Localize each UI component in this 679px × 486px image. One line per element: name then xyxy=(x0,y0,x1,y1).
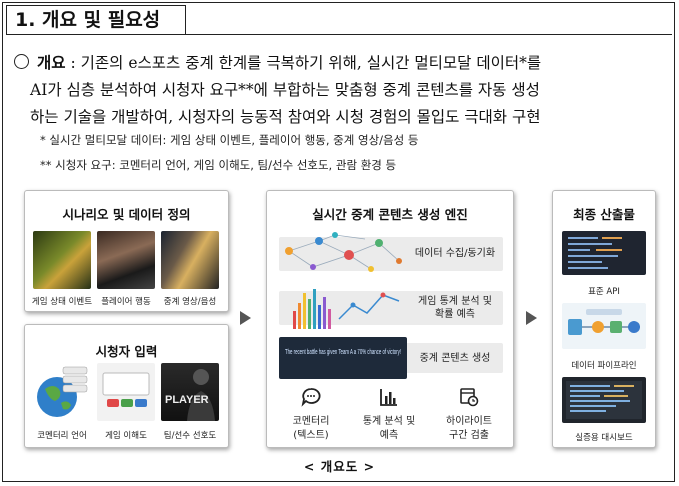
overview-label: 개요 xyxy=(37,53,66,72)
viewer-item-1: 코멘터리 언어 xyxy=(37,431,87,441)
circle-bullet-icon xyxy=(14,54,29,69)
player-action-image xyxy=(97,231,155,289)
player-preference-image: PLAYER xyxy=(161,363,219,421)
footnote-1: * 실시간 멀티모달 데이터: 게임 상태 이벤트, 플레이어 행동, 중계 영… xyxy=(40,133,419,147)
pipeline-image xyxy=(562,303,646,349)
final-item-1: 표준 API xyxy=(588,287,620,297)
api-screen-image xyxy=(562,231,646,275)
engine-output-1: 코멘터리 (텍스트) xyxy=(292,416,330,441)
diagram-caption: < 개요도 > xyxy=(303,459,376,474)
final-title: 최종 산출물 xyxy=(573,207,635,222)
overview-diagram: 시나리오 및 데이터 정의 게임 상태 이벤트 플레이어 행동 중계 영상/음성… xyxy=(14,182,666,452)
engine-row-2 xyxy=(279,291,503,325)
scenario-title: 시나리오 및 데이터 정의 xyxy=(62,207,191,222)
final-item-3: 실증용 대시보드 xyxy=(575,433,633,443)
overview-line-2: AI가 심층 분석하여 시청자 요구**에 부합하는 맞춤형 중계 콘텐츠를 자… xyxy=(30,81,540,99)
scenario-item-1: 게임 상태 이벤트 xyxy=(31,297,93,307)
viewer-panel: 시청자 입력 PLAYER xyxy=(24,324,229,448)
highlight-clock-icon xyxy=(459,387,479,407)
commentary-screen: The recent battle has given Team A a 70%… xyxy=(279,337,407,379)
dashboard-image xyxy=(562,377,646,423)
scenario-item-2: 플레이어 행동 xyxy=(101,297,151,307)
bar-chart-icon xyxy=(379,387,399,407)
stats-chart-icon xyxy=(279,285,407,331)
section-title: 1. 개요 및 필요성 xyxy=(6,5,186,35)
broadcast-av-image xyxy=(161,231,219,289)
engine-panel: 실시간 중계 콘텐츠 생성 엔진 데이터 수집/동기화 xyxy=(266,190,514,448)
chat-bubble-icon xyxy=(301,387,321,407)
footnote-2: ** 시청자 요구: 코멘터리 언어, 게임 이해도, 팀/선수 선호도, 관람… xyxy=(40,158,397,172)
arrow-right-icon xyxy=(240,311,251,325)
page-frame xyxy=(2,2,675,482)
final-item-2: 데이터 파이프라인 xyxy=(571,361,637,371)
game-state-image xyxy=(33,231,91,289)
overview-text-1: : 기존의 e스포츠 중계 한계를 극복하기 위해, 실시간 멀티모달 데이터*… xyxy=(65,54,542,72)
scenario-item-3: 중계 영상/음성 xyxy=(163,297,217,307)
viewer-item-3: 팀/선수 선호도 xyxy=(163,431,217,441)
globe-icon xyxy=(33,363,91,421)
scenario-panel: 시나리오 및 데이터 정의 게임 상태 이벤트 플레이어 행동 중계 영상/음성 xyxy=(24,190,229,312)
engine-row-2-label: 게임 통계 분석 및 확률 예측 xyxy=(418,296,492,320)
overview-line-3: 하는 기술을 개발하여, 시청자의 능동적 참여와 시청 경험의 몰입도 극대화… xyxy=(30,108,541,126)
engine-row-3-label: 중계 콘텐츠 생성 xyxy=(419,353,491,364)
title-underline xyxy=(186,34,672,35)
network-graph-icon xyxy=(279,231,407,277)
engine-title: 실시간 중계 콘텐츠 생성 엔진 xyxy=(312,207,468,222)
viewer-item-2: 게임 이해도 xyxy=(105,431,147,441)
final-panel: 최종 산출물 표준 API 데이터 파이프라인 xyxy=(552,190,656,448)
comprehension-icon xyxy=(97,363,155,421)
arrow-right-icon xyxy=(526,311,537,325)
overview-line-1: 개요 : 기존의 e스포츠 중계 한계를 극복하기 위해, 실시간 멀티모달 데… xyxy=(14,51,541,73)
engine-output-2: 통계 분석 및 예측 xyxy=(362,416,416,441)
engine-row-1-label: 데이터 수집/동기화 xyxy=(414,248,496,259)
viewer-title: 시청자 입력 xyxy=(95,344,158,359)
engine-output-3: 하이라이트 구간 검출 xyxy=(446,416,492,441)
player-text: PLAYER xyxy=(165,394,209,406)
commentary-quote-text: The recent battle has given Team A a 70%… xyxy=(285,349,401,356)
